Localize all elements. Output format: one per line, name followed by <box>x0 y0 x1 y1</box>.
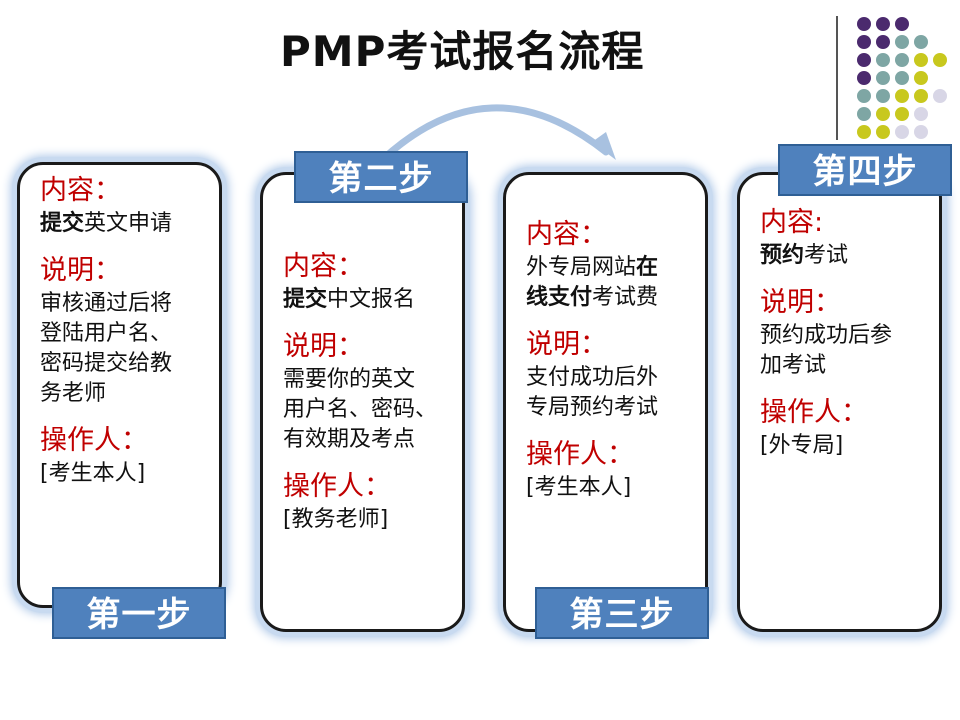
operator-label: 操作人： <box>760 397 868 428</box>
dot-decoration <box>933 89 947 103</box>
step-badge-3: 第三步 <box>535 587 709 639</box>
note-line: 专局预约考试 <box>526 395 659 420</box>
dot-decoration <box>895 89 909 103</box>
note-line: 务老师 <box>40 381 107 406</box>
operator-label: 操作人： <box>40 425 148 456</box>
curved-arrow <box>378 104 616 164</box>
note-line: 审核通过后将 <box>40 291 173 316</box>
divider-line <box>836 16 838 140</box>
dot-decoration <box>857 107 871 121</box>
dot-decoration <box>876 71 890 85</box>
operator-text: [考生本人] <box>526 475 632 500</box>
content-text: 外专局网站在 <box>526 255 659 280</box>
content-label: 内容： <box>40 175 121 206</box>
note-line: 用户名、密码、 <box>283 397 438 422</box>
content-text: 预约考试 <box>760 243 849 268</box>
operator-label: 操作人： <box>283 471 391 502</box>
note-line: 有效期及考点 <box>283 427 416 452</box>
step-card-1: 内容： 提交英文申请 说明： 审核通过后将 登陆用户名、 密码提交给教 务老师 … <box>17 162 222 608</box>
note-line: 登陆用户名、 <box>40 321 173 346</box>
dot-decoration <box>914 35 928 49</box>
dot-decoration <box>876 53 890 67</box>
dot-decoration <box>895 125 909 139</box>
dot-decoration <box>933 53 947 67</box>
dot-decoration <box>876 125 890 139</box>
note-line: 预约成功后参 <box>760 323 893 348</box>
note-line: 密码提交给教 <box>40 351 173 376</box>
note-line: 需要你的英文 <box>283 367 416 392</box>
operator-text: [教务老师] <box>283 507 389 532</box>
dot-decoration <box>895 53 909 67</box>
page-title: PMP考试报名流程 <box>280 27 645 76</box>
dot-decoration <box>857 53 871 67</box>
note-label: 说明： <box>760 287 841 318</box>
operator-label: 操作人： <box>526 439 634 470</box>
content-label: 内容： <box>283 251 364 282</box>
dot-decoration <box>857 17 871 31</box>
note-label: 说明： <box>526 329 607 360</box>
step-badge-2: 第二步 <box>294 151 468 203</box>
operator-text: [外专局] <box>760 433 844 458</box>
step-badge-1: 第一步 <box>52 587 226 639</box>
note-label: 说明： <box>40 255 121 286</box>
dot-decoration <box>857 71 871 85</box>
dot-decoration <box>914 71 928 85</box>
dot-decoration <box>895 71 909 85</box>
step-card-2: 内容： 提交中文报名 说明： 需要你的英文 用户名、密码、 有效期及考点 操作人… <box>260 172 465 632</box>
dot-decoration <box>876 107 890 121</box>
content-text: 提交中文报名 <box>283 287 416 312</box>
dot-decoration <box>876 89 890 103</box>
note-label: 说明： <box>283 331 364 362</box>
dot-decoration <box>857 125 871 139</box>
note-line: 加考试 <box>760 353 827 378</box>
content-text: 提交英文申请 <box>40 211 173 236</box>
content-label: 内容： <box>526 219 607 250</box>
dot-decoration <box>876 35 890 49</box>
content-label: 内容: <box>760 207 824 238</box>
note-line: 支付成功后外 <box>526 365 659 390</box>
operator-text: [考生本人] <box>40 461 146 486</box>
dot-decoration <box>857 35 871 49</box>
dot-decoration <box>914 107 928 121</box>
dot-decoration <box>914 125 928 139</box>
content-text: 线支付考试费 <box>526 285 659 310</box>
dot-decoration <box>914 53 928 67</box>
step-card-3: 内容： 外专局网站在 线支付考试费 说明： 支付成功后外 专局预约考试 操作人：… <box>503 172 708 632</box>
dot-decoration <box>895 35 909 49</box>
dot-decoration <box>914 89 928 103</box>
dot-decoration <box>895 17 909 31</box>
step-card-4: 内容: 预约考试 说明： 预约成功后参 加考试 操作人： [外专局] <box>737 172 942 632</box>
step-badge-4: 第四步 <box>778 144 952 196</box>
dot-decoration <box>895 107 909 121</box>
dot-decoration <box>876 17 890 31</box>
dot-decoration <box>857 89 871 103</box>
